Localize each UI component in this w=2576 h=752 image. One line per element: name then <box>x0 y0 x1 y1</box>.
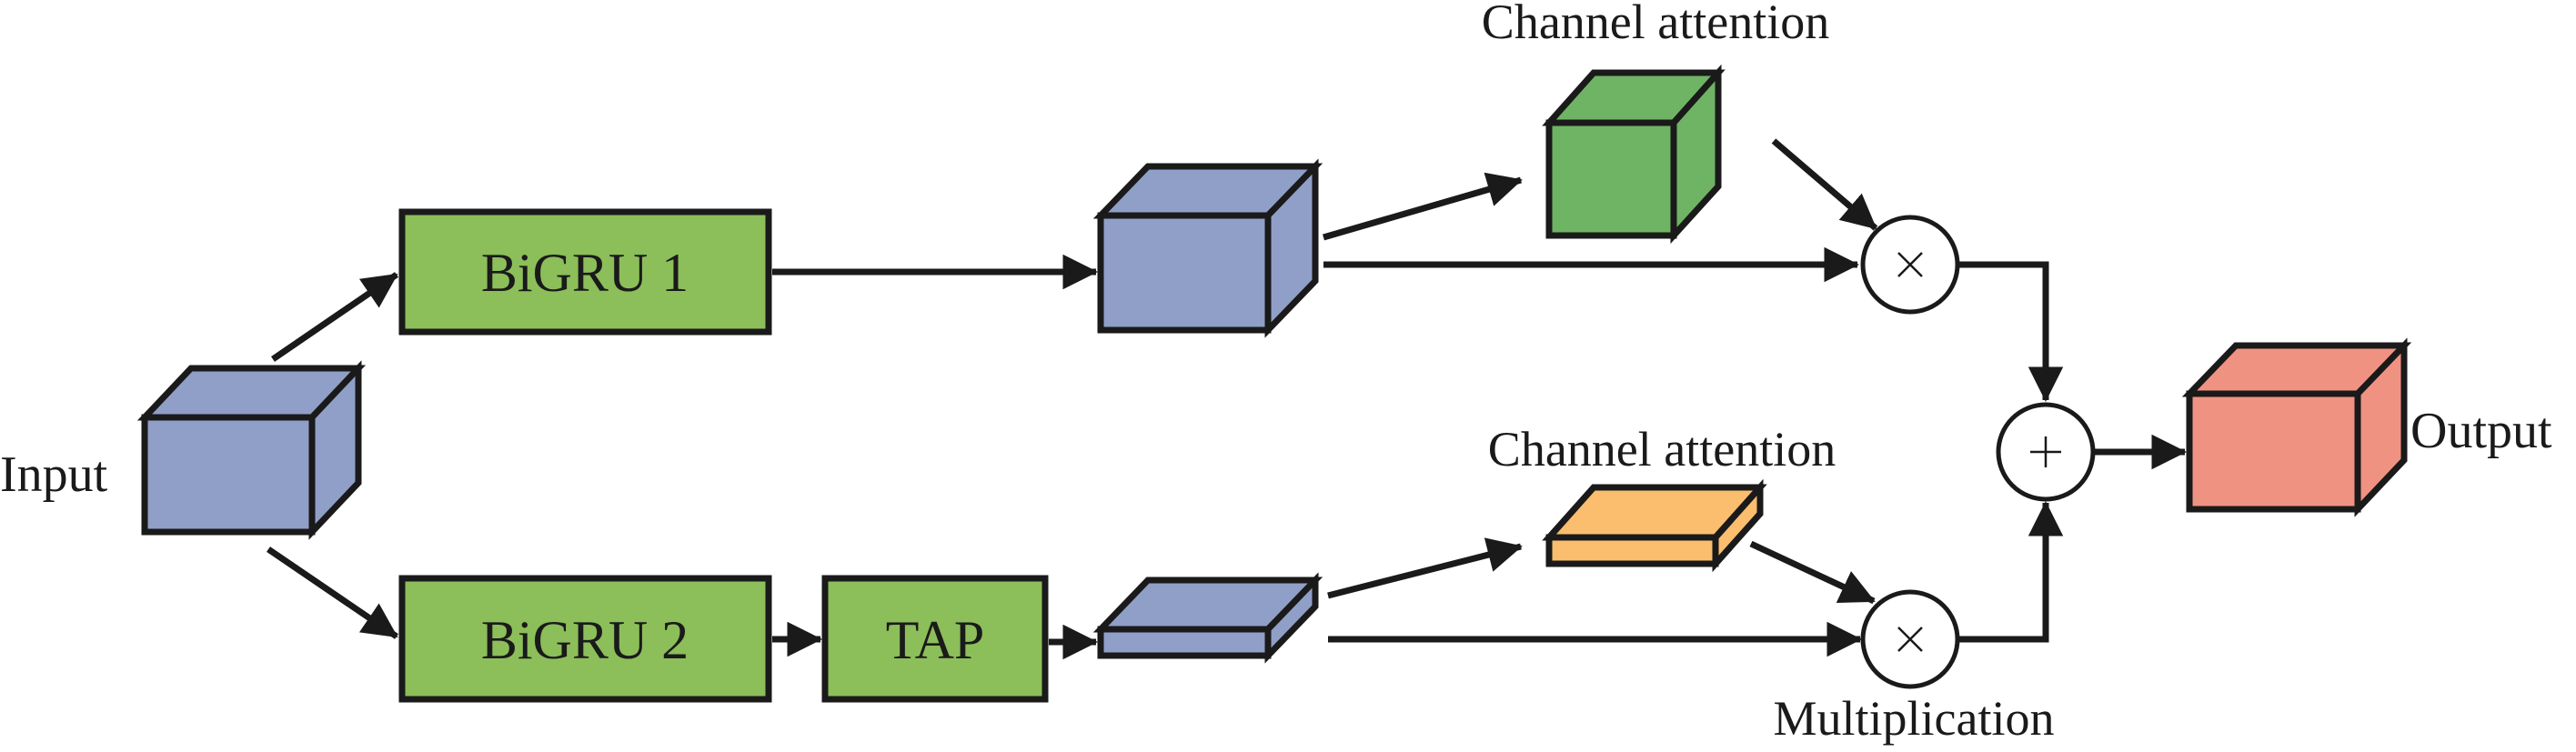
output-cube-front <box>2186 390 2361 513</box>
attention1-cube-front <box>1545 119 1677 239</box>
edge-feature1-attention1 <box>1323 172 1523 241</box>
edge-attention2-mul2 <box>1749 540 1876 605</box>
multiplication-label: Multiplication <box>1774 691 2055 746</box>
edge-input-bigru1 <box>271 272 398 362</box>
edge-attention1-mul1 <box>1771 138 1878 231</box>
edges <box>267 138 2187 660</box>
multiply-node-1 <box>1860 215 1960 315</box>
edge-mul2-add <box>1957 501 2064 643</box>
input-cube <box>136 360 367 540</box>
attention1-cube <box>1542 64 1726 245</box>
bigru2-block: BiGRU 2 <box>398 575 772 703</box>
bigru1-label: BiGRU 1 <box>481 243 689 303</box>
feature1-cube-front <box>1097 212 1272 334</box>
bigru1-box <box>398 208 772 336</box>
feature2-flat-cube <box>1092 572 1323 664</box>
plus-icon <box>2030 436 2061 467</box>
input-label: Input <box>0 446 108 503</box>
multiply-node-2 <box>1860 589 1960 689</box>
edge-mul1-add <box>1957 261 2064 402</box>
bigru2-label: BiGRU 2 <box>481 610 689 670</box>
feature1-cube <box>1092 158 1323 338</box>
edge-input-bigru2 <box>267 546 398 639</box>
edge-feature2-attention2 <box>1327 537 1523 599</box>
bigru1-block: BiGRU 1 <box>398 208 772 336</box>
output-label: Output <box>2410 403 2552 459</box>
tap-label: TAP <box>886 610 985 670</box>
bigru2-box <box>398 575 772 703</box>
tap-block: TAP <box>821 575 1049 703</box>
input-cube-front <box>141 414 316 536</box>
tap-box <box>821 575 1049 703</box>
attention2-flat-cube <box>1542 478 1767 573</box>
add-node <box>1996 402 2096 502</box>
feature2-cube-front <box>1097 626 1272 659</box>
attention1-label: Channel attention <box>1482 0 1829 49</box>
output-cube <box>2181 337 2412 517</box>
multiply-icon <box>1897 627 1923 652</box>
attention2-cube-front <box>1545 534 1719 567</box>
multiply-icon <box>1897 252 1923 277</box>
attention2-label: Channel attention <box>1488 422 1836 476</box>
